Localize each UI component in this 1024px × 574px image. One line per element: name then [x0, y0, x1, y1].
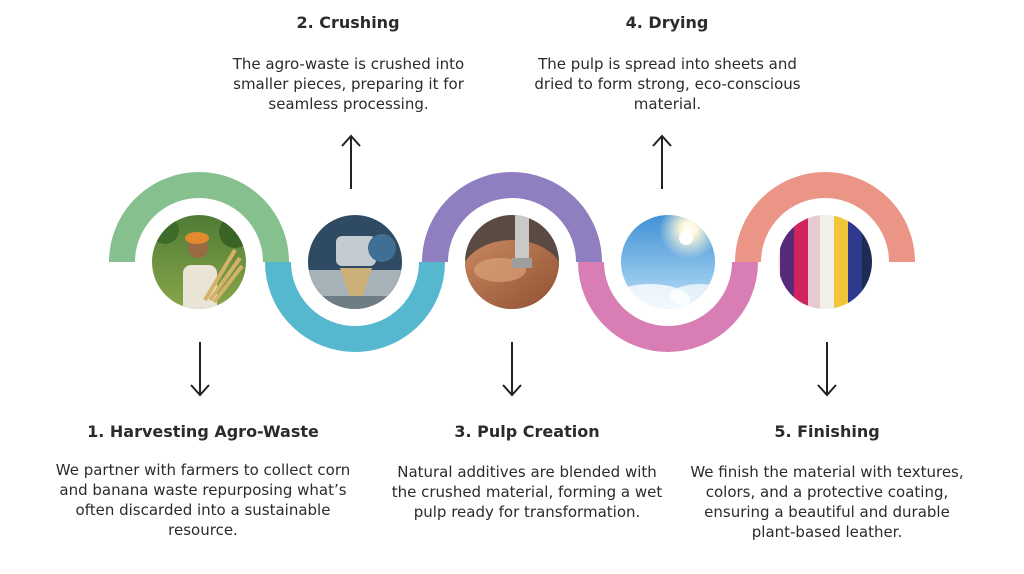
wave-segment-4 [578, 261, 758, 352]
step-4-description: The pulp is spread into sheets and dried… [534, 55, 801, 113]
farmer-with-crops-photo [152, 215, 246, 309]
wave-segment-5 [735, 172, 915, 263]
arrow-down-icon [817, 342, 837, 397]
colored-leather-rolls-photo [778, 215, 872, 309]
step-5-title: 5. Finishing [774, 422, 880, 441]
wave-segment-2 [265, 261, 445, 352]
arrow-down-icon [190, 342, 210, 397]
step-2-title: 2. Crushing [296, 13, 400, 32]
arrow-down-icon [502, 342, 522, 397]
crushing-machine-photo [308, 215, 402, 309]
step-4-title: 4. Drying [625, 13, 709, 32]
wave-segment-3 [422, 172, 602, 263]
pulp-mixer-photo [465, 215, 559, 309]
wave-segment-1 [109, 172, 289, 263]
step-3-description: Natural additives are blended with the c… [391, 463, 663, 521]
step-1-description: We partner with farmers to collect corn … [55, 461, 351, 539]
sun-in-sky-photo [621, 215, 715, 309]
arrow-up-icon [341, 134, 361, 189]
step-3-title: 3. Pulp Creation [454, 422, 600, 441]
step-5-description: We finish the material with textures, co… [690, 463, 964, 541]
step-1-title: 1. Harvesting Agro-Waste [87, 422, 319, 441]
arrow-up-icon [652, 134, 672, 189]
step-2-description: The agro-waste is crushed into smaller p… [232, 55, 465, 113]
